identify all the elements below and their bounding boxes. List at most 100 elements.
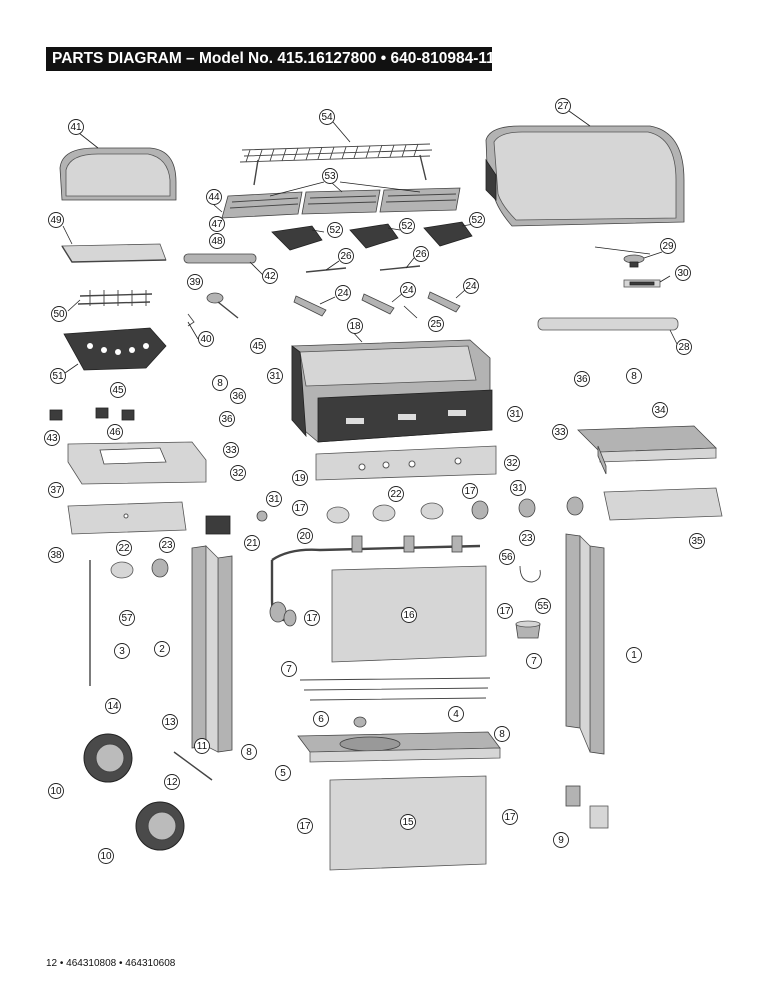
- part-side-shelf-frame: [67, 441, 207, 485]
- callout-27: 27: [555, 98, 571, 114]
- callout-3: 3: [114, 643, 130, 659]
- part-carryover-tubes: [305, 265, 421, 273]
- part-wheels: [83, 733, 185, 851]
- part-burners: [293, 291, 461, 317]
- callout-32: 32: [230, 465, 246, 481]
- callout-number: 25: [430, 319, 442, 330]
- callout-number: 27: [557, 101, 569, 112]
- callout-number: 52: [401, 221, 413, 232]
- callout-10: 10: [98, 848, 114, 864]
- callout-45: 45: [110, 382, 126, 398]
- callout-17: 17: [497, 603, 513, 619]
- part-side-burner-rack: [77, 290, 153, 306]
- part-side-burner-bowl: [63, 327, 167, 371]
- callout-number: 42: [264, 271, 276, 282]
- callout-36: 36: [574, 371, 590, 387]
- callout-number: 31: [512, 483, 524, 494]
- callout-number: 8: [499, 729, 505, 740]
- callout-43: 43: [44, 430, 60, 446]
- callout-number: 24: [402, 285, 414, 296]
- part-bezels: [110, 502, 444, 579]
- callout-number: 8: [246, 747, 252, 758]
- part-control-panel: [315, 445, 497, 481]
- callout-22: 22: [116, 540, 132, 556]
- callout-number: 23: [161, 540, 173, 551]
- callout-17: 17: [502, 809, 518, 825]
- callout-23: 23: [159, 537, 175, 553]
- callout-number: 17: [299, 821, 311, 832]
- callout-2: 2: [154, 641, 170, 657]
- callout-23: 23: [519, 530, 535, 546]
- part-tank-retainer: [353, 716, 367, 728]
- callout-45: 45: [250, 338, 266, 354]
- callout-17: 17: [297, 818, 313, 834]
- part-left-leg: [191, 545, 233, 753]
- part-right-shelf-cover: [603, 487, 723, 521]
- callout-number: 45: [252, 341, 264, 352]
- callout-number: 31: [268, 494, 280, 505]
- callout-number: 17: [504, 812, 516, 823]
- part-ignition-module: [205, 510, 268, 535]
- callout-26: 26: [338, 248, 354, 264]
- callout-12: 12: [164, 774, 180, 790]
- part-cooking-grates: [221, 187, 461, 219]
- callout-33: 33: [552, 424, 568, 440]
- callout-number: 33: [554, 427, 566, 438]
- callout-number: 17: [499, 606, 511, 617]
- callout-9: 9: [553, 832, 569, 848]
- callout-7: 7: [526, 653, 542, 669]
- callout-48: 48: [209, 233, 225, 249]
- callout-number: 32: [232, 468, 244, 479]
- callout-24: 24: [400, 282, 416, 298]
- callout-number: 13: [164, 717, 176, 728]
- callout-number: 4: [453, 709, 459, 720]
- callout-47: 47: [209, 216, 225, 232]
- part-right-side-shelf: [577, 425, 717, 475]
- callout-number: 5: [280, 768, 286, 779]
- callout-36: 36: [219, 411, 235, 427]
- callout-number: 31: [509, 409, 521, 420]
- callout-13: 13: [162, 714, 178, 730]
- callout-number: 36: [576, 374, 588, 385]
- callout-number: 18: [349, 321, 361, 332]
- callout-53: 53: [322, 168, 338, 184]
- callout-number: 40: [200, 334, 212, 345]
- callout-17: 17: [462, 483, 478, 499]
- callout-17: 17: [292, 500, 308, 516]
- callout-39: 39: [187, 274, 203, 290]
- callout-4: 4: [448, 706, 464, 722]
- callout-number: 51: [52, 371, 64, 382]
- callout-31: 31: [266, 491, 282, 507]
- part-gas-manifold: [269, 535, 481, 627]
- callout-42: 42: [262, 268, 278, 284]
- callout-37: 37: [48, 482, 64, 498]
- callout-25: 25: [428, 316, 444, 332]
- part-side-burner-lid: [59, 147, 177, 201]
- callout-11: 11: [194, 738, 210, 754]
- callout-8: 8: [626, 368, 642, 384]
- callout-20: 20: [297, 528, 313, 544]
- callout-49: 49: [48, 212, 64, 228]
- part-bottom-shelf-wires: [299, 677, 491, 701]
- callout-number: 23: [521, 533, 533, 544]
- part-bottom-shelf: [297, 731, 501, 763]
- callout-number: 28: [678, 342, 690, 353]
- callout-number: 20: [299, 531, 311, 542]
- callout-number: 52: [329, 225, 341, 236]
- part-warming-rack: [239, 143, 433, 186]
- part-ignitor: [187, 292, 239, 327]
- callout-number: 11: [197, 741, 208, 752]
- callout-number: 1: [631, 650, 637, 661]
- callout-number: 24: [337, 288, 349, 299]
- callout-36: 36: [230, 388, 246, 404]
- callout-41: 41: [68, 119, 84, 135]
- callout-24: 24: [335, 285, 351, 301]
- callout-number: 35: [691, 536, 703, 547]
- callout-18: 18: [347, 318, 363, 334]
- callout-number: 52: [471, 215, 483, 226]
- callout-number: 29: [662, 241, 674, 252]
- callout-number: 31: [269, 371, 281, 382]
- callout-6: 6: [313, 711, 329, 727]
